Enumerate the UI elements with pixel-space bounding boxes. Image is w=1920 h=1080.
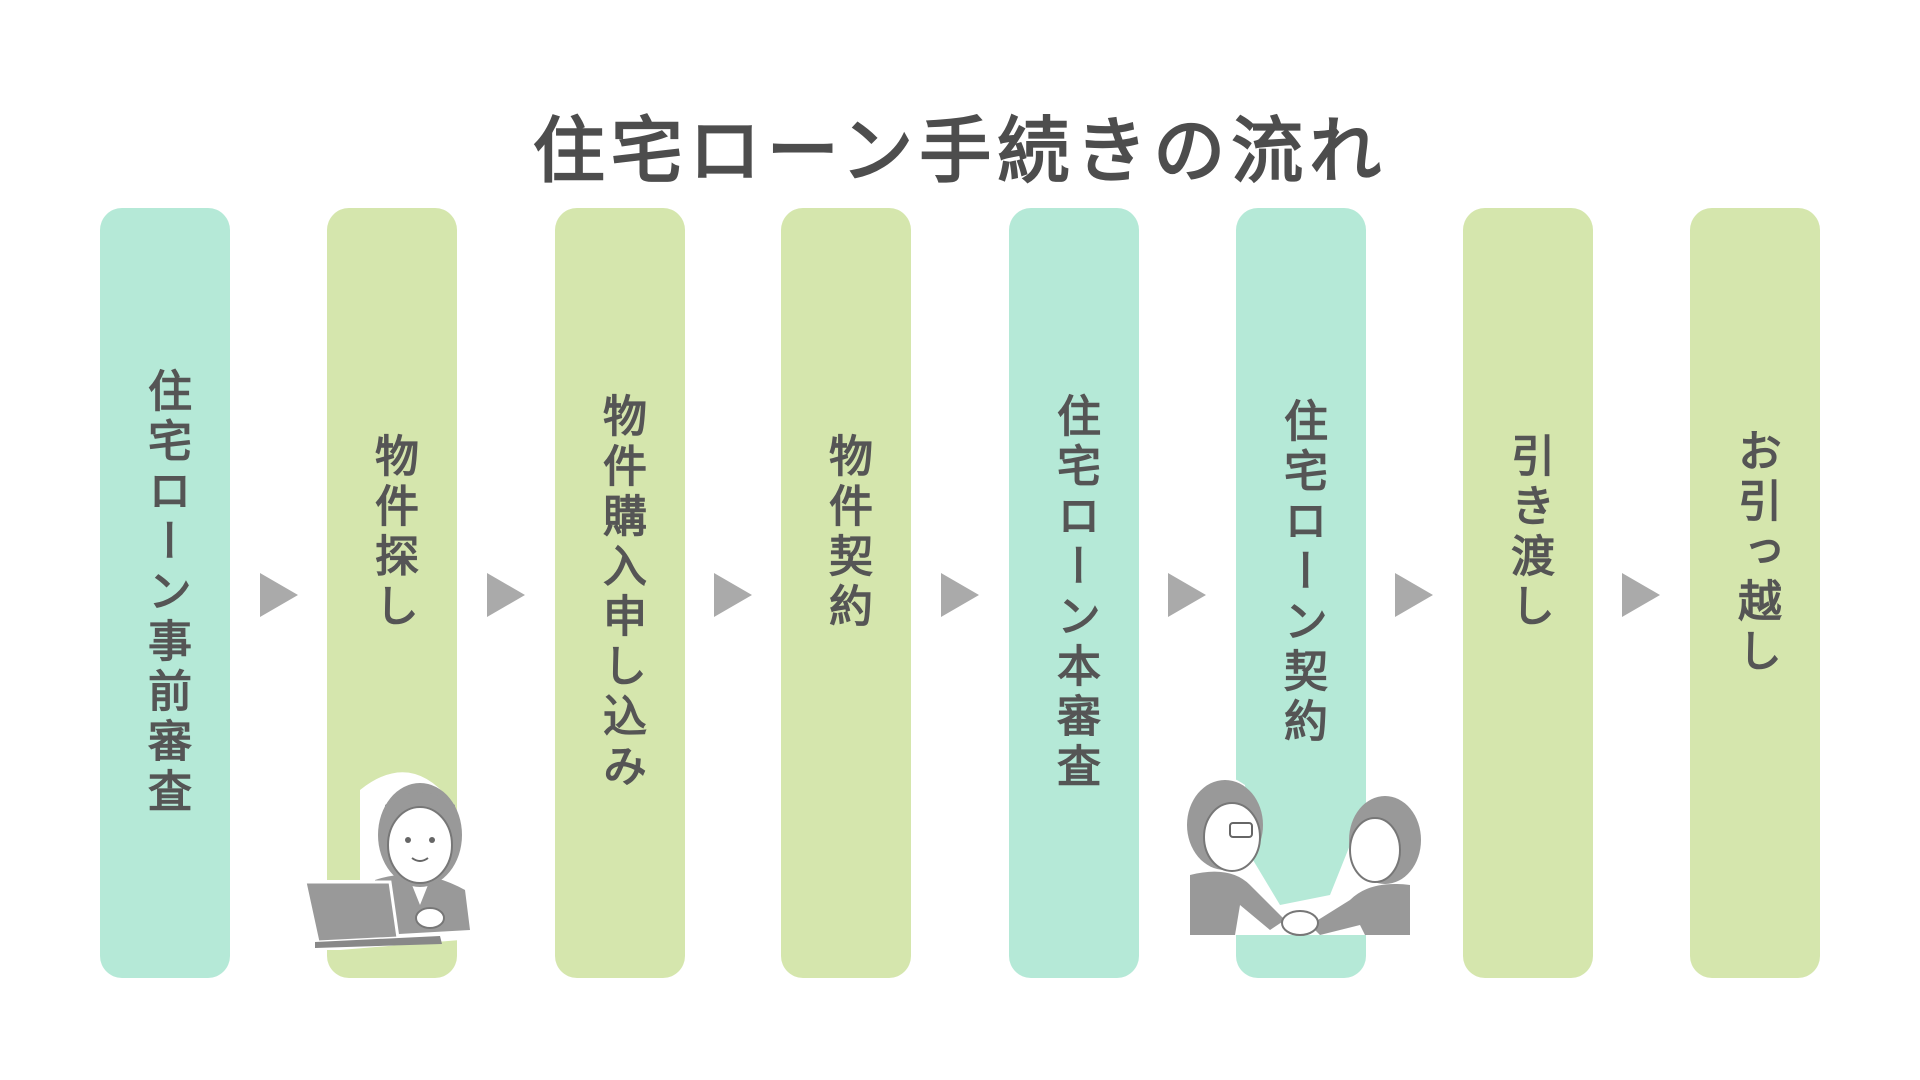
step-label: 物件探し: [367, 433, 418, 633]
arrow-icon: [1168, 573, 1206, 617]
page-title: 住宅ローン手続きの流れ: [532, 109, 1388, 193]
step-5: 住宅ローン本審査: [1009, 208, 1139, 978]
step-label: 物件契約: [821, 433, 872, 633]
step-label: お引っ越し: [1730, 428, 1781, 678]
step-label: 住宅ローン本審査: [1049, 393, 1100, 793]
arrow-icon: [714, 573, 752, 617]
step-label: 物件購入申し込み: [595, 393, 646, 793]
handshake-illustration: [1180, 774, 1421, 936]
step-7: 引き渡し: [1463, 208, 1593, 978]
arrow-icon: [487, 573, 525, 617]
step-3: 物件購入申し込み: [555, 208, 685, 978]
arrow-icon: [1395, 573, 1433, 617]
step-8: お引っ越し: [1690, 208, 1820, 978]
arrow-icon: [1622, 573, 1660, 617]
arrow-icon: [260, 573, 298, 617]
step-label: 住宅ローン契約: [1276, 398, 1327, 748]
step-1: 住宅ローン事前審査: [100, 208, 230, 978]
arrow-icon: [941, 573, 979, 617]
step-label: 住宅ローン事前審査: [140, 368, 191, 818]
woman-laptop-illustration: [300, 772, 470, 950]
step-label: 引き渡し: [1503, 433, 1554, 633]
step-4: 物件契約: [781, 208, 911, 978]
